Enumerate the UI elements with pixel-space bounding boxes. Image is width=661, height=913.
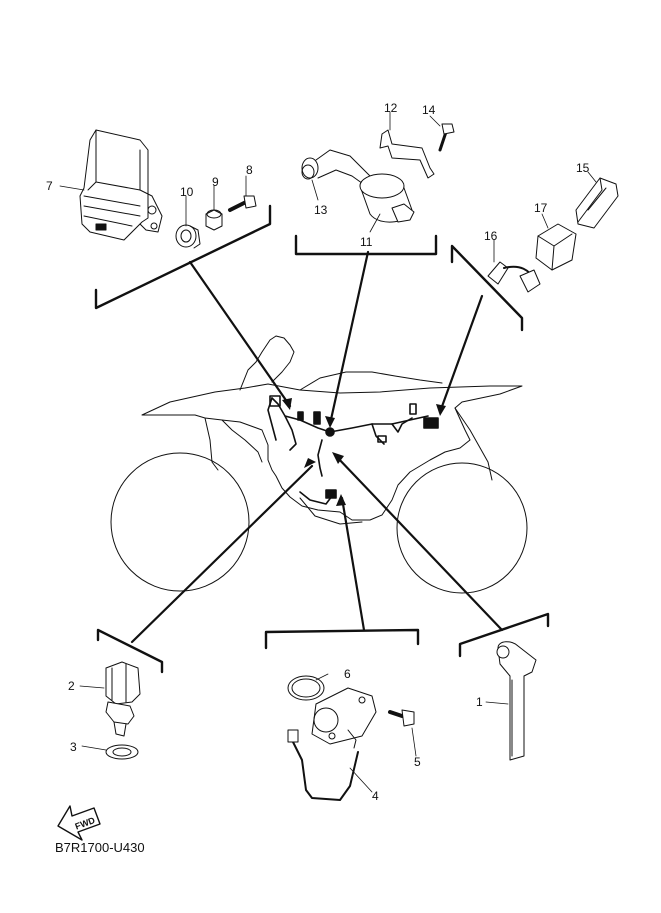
callout-10: 10 [180, 185, 194, 199]
callout-5: 5 [414, 755, 421, 769]
callout-15: 15 [576, 161, 590, 175]
front-fork [454, 407, 493, 481]
number-plate [239, 335, 295, 391]
callout-13: 13 [314, 203, 328, 217]
callout-3: 3 [70, 740, 77, 754]
leader-arrowheads [282, 398, 446, 506]
bracket-sensor [96, 628, 164, 674]
callout-leaders [59, 111, 597, 793]
callout-1: 1 [476, 695, 483, 709]
callout-9: 9 [212, 175, 219, 189]
rear-wheel [110, 452, 250, 592]
bracket-ecu [94, 204, 272, 310]
callout-6: 6 [344, 667, 351, 681]
fwd-arrow-icon [57, 805, 101, 841]
front-wheel [396, 462, 528, 594]
callout-8: 8 [246, 163, 253, 177]
callout-brackets [94, 204, 550, 674]
motorcycle-outline [110, 335, 528, 594]
callout-16: 16 [484, 229, 498, 243]
subframe-line [221, 419, 263, 463]
ecu-part [79, 129, 163, 241]
temp-sensor-part [105, 661, 141, 760]
bracket-pickup [264, 628, 420, 650]
frame-body [141, 383, 523, 521]
callout-14: 14 [422, 103, 436, 117]
bracket-relay [450, 244, 524, 332]
relay-parts [487, 177, 619, 293]
bracket-plug-cap [458, 612, 550, 658]
fasteners-8-9-10 [175, 195, 257, 249]
diagram-code: B7R1700-U430 [55, 840, 145, 855]
plug-cap-part [496, 641, 537, 761]
callout-11: 11 [360, 235, 373, 249]
tank-top [299, 371, 443, 391]
engine-bottom [299, 497, 363, 525]
callout-12: 12 [384, 101, 398, 115]
leader-lines [130, 250, 504, 644]
wire-harness [267, 395, 439, 505]
callout-2: 2 [68, 679, 75, 693]
callout-4: 4 [372, 789, 379, 803]
ignition-coil-part [301, 123, 455, 223]
bracket-coil [294, 234, 438, 256]
callout-7: 7 [46, 179, 53, 193]
pickup-coil-part [287, 675, 415, 801]
shock-line [204, 417, 219, 471]
callout-17: 17 [534, 201, 548, 215]
